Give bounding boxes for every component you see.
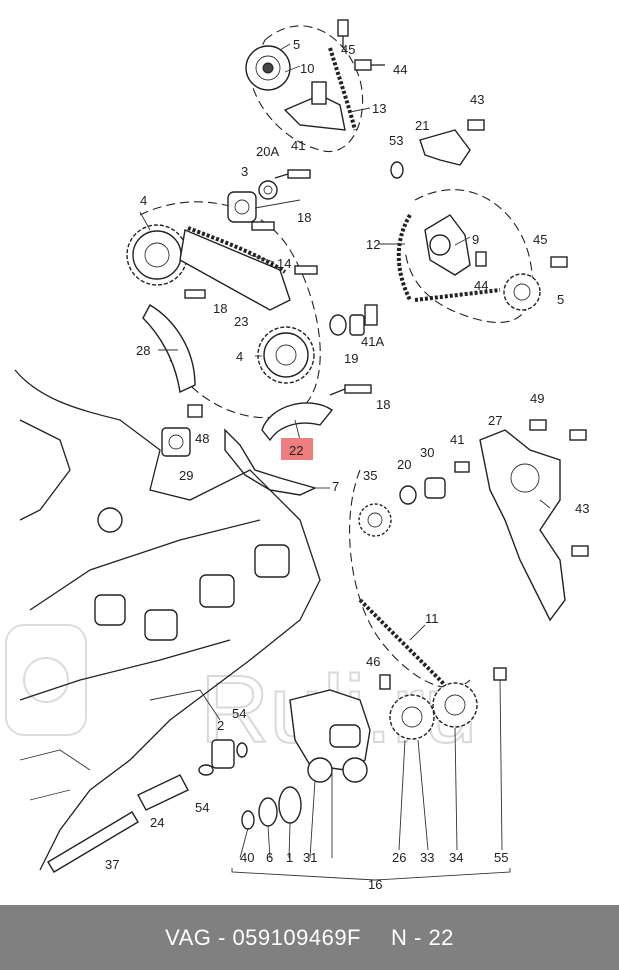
label-1: 1 <box>286 850 293 865</box>
parts-diagram: Ruli.ru <box>5 19 589 892</box>
label-11: 11 <box>425 611 439 626</box>
bracket-21 <box>390 119 485 179</box>
label-53: 53 <box>389 133 403 148</box>
label-44: 44 <box>474 278 488 293</box>
camshaft-3-group <box>227 169 311 223</box>
tensioner-22 <box>261 402 334 442</box>
label-30: 30 <box>420 445 434 460</box>
label-10: 10 <box>300 61 314 76</box>
label-45: 45 <box>341 42 355 57</box>
label-26: 26 <box>392 850 406 865</box>
label-46: 46 <box>366 654 380 669</box>
label-49: 49 <box>530 391 544 406</box>
label-18: 18 <box>213 301 227 316</box>
label-5: 5 <box>557 292 564 307</box>
label-45: 45 <box>533 232 547 247</box>
washer-19-group <box>329 304 378 336</box>
right-cam-assembly <box>396 213 568 311</box>
label-7: 7 <box>332 479 339 494</box>
label-5: 5 <box>293 37 300 52</box>
label-3: 3 <box>241 164 248 179</box>
sprocket-4-lower <box>257 326 315 384</box>
oil-pump-assembly <box>289 667 507 783</box>
engine-block <box>14 369 321 871</box>
label-18: 18 <box>376 397 390 412</box>
label-35: 35 <box>363 468 377 483</box>
highlight-box <box>281 438 313 460</box>
label-40: 40 <box>240 850 254 865</box>
label-29: 29 <box>179 468 193 483</box>
guide-28 <box>142 304 196 394</box>
label-41A: 41A <box>361 334 384 349</box>
label-44: 44 <box>393 62 407 77</box>
label-27: 27 <box>488 413 502 428</box>
label-55: 55 <box>494 850 508 865</box>
chain-guide-14 <box>179 221 318 311</box>
label-4: 4 <box>236 349 243 364</box>
label-18: 18 <box>297 210 311 225</box>
label-34: 34 <box>449 850 463 865</box>
part-number: VAG - 059109469F <box>165 924 361 950</box>
label-13: 13 <box>372 101 386 116</box>
label-19: 19 <box>344 351 358 366</box>
label-54: 54 <box>195 800 209 815</box>
label-37: 37 <box>105 857 119 872</box>
label-43: 43 <box>470 92 484 107</box>
label-43: 43 <box>575 501 589 516</box>
sleeve-2 <box>198 739 248 776</box>
upper-right-cam-assembly <box>245 19 385 131</box>
label-21: 21 <box>415 118 429 133</box>
sprocket-4-upper <box>126 224 188 286</box>
footer-bar: VAG - 059109469F N - 22 <box>0 905 619 970</box>
label-28: 28 <box>136 343 150 358</box>
label-12: 12 <box>366 237 380 252</box>
label-20: 20 <box>397 457 411 472</box>
label-9: 9 <box>472 232 479 247</box>
cap-29 <box>161 404 203 457</box>
sprocket-35 <box>358 503 392 537</box>
washer-20-30 <box>399 461 470 505</box>
label-2: 2 <box>217 718 224 733</box>
label-41: 41 <box>450 432 464 447</box>
diagram-position: N - 22 <box>391 924 454 950</box>
chain-cover-27 <box>479 419 589 622</box>
part-labels: 5 45 44 10 13 43 21 53 20A 41 3 4 18 14 … <box>105 37 589 892</box>
label-54: 54 <box>232 706 246 721</box>
label-16: 16 <box>368 877 382 892</box>
label-23: 23 <box>234 314 248 329</box>
label-31: 31 <box>303 850 317 865</box>
label-4: 4 <box>140 193 147 208</box>
label-24: 24 <box>150 815 164 830</box>
label-22: 22 <box>289 443 303 458</box>
label-48: 48 <box>195 431 209 446</box>
label-20A: 20A <box>256 144 279 159</box>
label-14: 14 <box>277 256 291 271</box>
label-6: 6 <box>266 850 273 865</box>
label-41: 41 <box>291 138 305 153</box>
label-33: 33 <box>420 850 434 865</box>
